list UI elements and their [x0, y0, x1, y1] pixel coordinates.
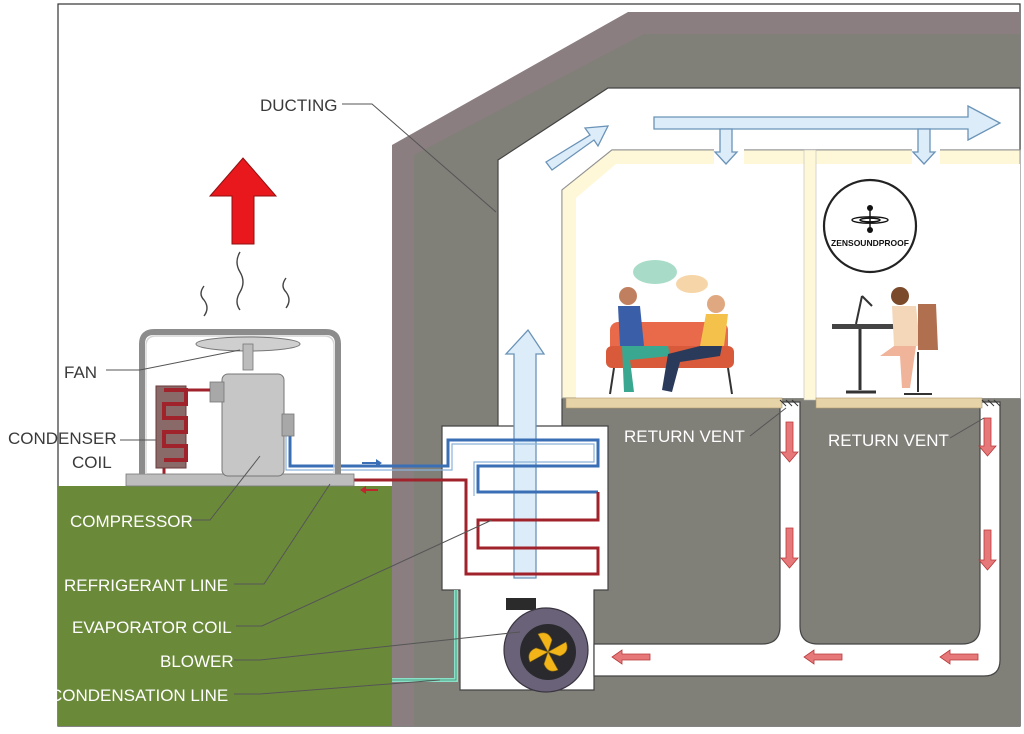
ground-grass	[58, 486, 394, 726]
supply-air-arrows	[504, 104, 1002, 579]
blower-fan-icon	[528, 632, 568, 672]
label-evaporator-coil: EVAPORATOR COIL	[72, 618, 232, 637]
label-blower: BLOWER	[160, 652, 234, 671]
logo: ZENSOUNDPROOF	[822, 178, 918, 274]
label-condenser-coil-line2: COIL	[72, 453, 112, 472]
label-refrigerant-line: REFRIGERANT LINE	[64, 576, 228, 595]
condenser-coil-icon	[155, 385, 210, 469]
label-condensation-line: CONDENSATION LINE	[50, 686, 228, 705]
label-supply-vent-left-line2: VENT	[661, 199, 706, 218]
refrigerant-flow-arrows	[360, 459, 382, 494]
floor-left	[565, 397, 783, 409]
outdoor-condenser-unit	[125, 329, 355, 487]
logo-text: ZENSOUNDPROOF	[831, 238, 909, 248]
label-condenser-coil-line1-text: CONDENSER	[8, 429, 117, 448]
people-on-couch-illustration	[606, 260, 734, 395]
floor-right	[815, 397, 983, 409]
person-at-desk-illustration	[832, 287, 938, 395]
condensation-line-outline	[392, 590, 457, 681]
label-fan: FAN	[64, 363, 97, 382]
return-vent-grille-left	[779, 399, 799, 407]
fan-icon	[195, 336, 301, 371]
label-return-vent-right: RETURN VENT	[828, 431, 949, 450]
label-return-vent-left: RETURN VENT	[624, 427, 745, 446]
label-compressor: COMPRESSOR	[70, 512, 193, 531]
logo-icon	[851, 208, 889, 230]
callout-lines	[106, 103, 985, 695]
compressor-icon	[209, 373, 295, 477]
return-vent-grille-right	[981, 399, 1001, 407]
heat-waves-icon	[200, 251, 290, 317]
label-supply-vent-right-line1: SUPPLY	[935, 173, 1001, 192]
label-ducting: DUCTING	[260, 96, 337, 115]
return-duct	[593, 401, 1001, 677]
red-heat-arrow	[208, 157, 278, 245]
blower-unit	[503, 598, 589, 693]
label-supply-vent-right-line2: VENT	[945, 199, 990, 218]
label-supply-vent-left-line1: SUPPLY	[651, 173, 717, 192]
return-air-arrows	[611, 417, 997, 665]
